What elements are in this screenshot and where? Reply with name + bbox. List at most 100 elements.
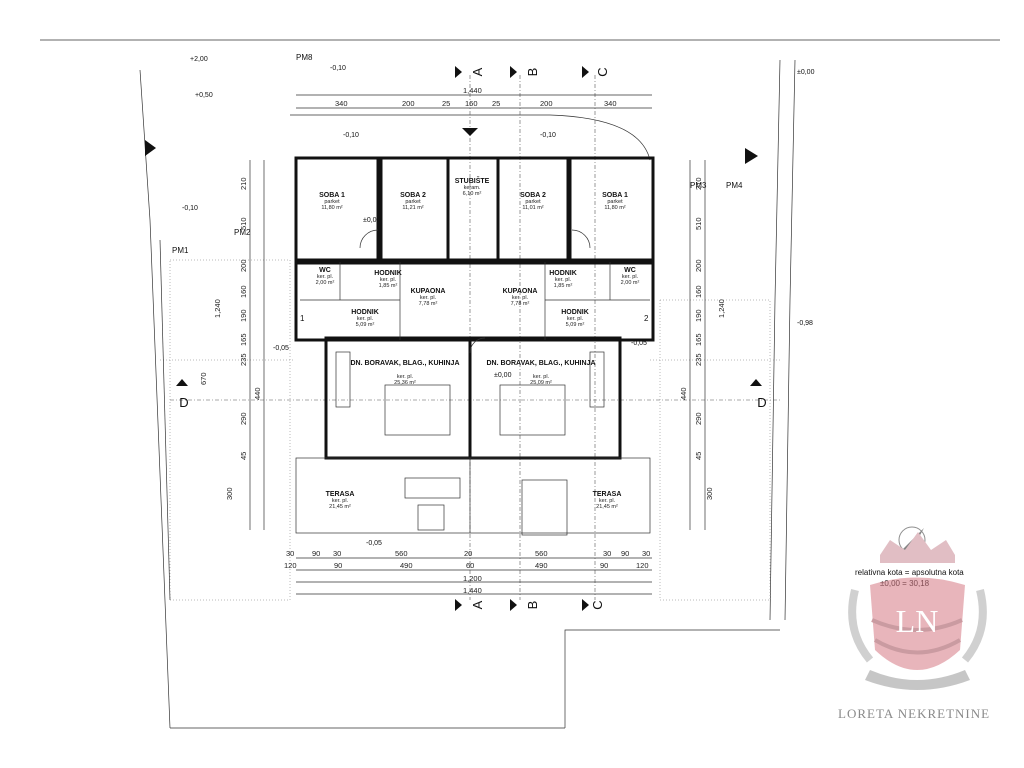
room-hodnik-lower-left: HODNIK ker. pl. 5,09 m² <box>351 309 379 328</box>
right-dimensions: 210 510 200 160 190 165 235 440 290 45 3… <box>679 160 726 530</box>
room-name: WC <box>624 267 636 274</box>
axis-marker-a-top: A <box>455 66 485 78</box>
level-mark: ±0,00 <box>363 217 381 224</box>
level-mark: +2,00 <box>190 56 208 63</box>
dim-value: 300 <box>705 487 714 500</box>
top-dimensions: 340 200 25 160 25 200 340 1,440 <box>296 86 652 109</box>
legend-line: relativna kota = apsolutna kota <box>855 568 964 577</box>
room-area: 25,36 m² <box>394 380 416 386</box>
room-area: 2,00 m² <box>316 280 335 286</box>
room-wc-right: WC ker. pl. 2,00 m² <box>621 267 640 286</box>
level-mark: ±0,00 <box>797 69 815 76</box>
dim-value: 510 <box>239 217 248 230</box>
flag-icon <box>462 128 478 136</box>
room-name: TERASA <box>593 491 622 498</box>
axis-label: B <box>525 601 540 610</box>
dim-value: 25 <box>442 99 450 108</box>
room-wc-left: WC ker. pl. 2,00 m² <box>316 267 335 286</box>
dim-total: 1,240 <box>717 299 726 318</box>
room-area: 11,80 m² <box>321 205 342 211</box>
room-floor: ker. pl. <box>512 295 529 301</box>
north-flag-icon <box>145 140 156 156</box>
level-mark: -0,10 <box>343 132 359 139</box>
level-mark: -0,98 <box>797 320 813 327</box>
property-marker: PM1 <box>172 246 189 255</box>
site-context <box>40 39 1000 729</box>
axis-label: B <box>525 68 540 77</box>
room-floor: parket <box>607 199 623 205</box>
dim-value: 490 <box>400 561 413 570</box>
room-floor: ker. pl. <box>332 498 349 504</box>
property-marker: PM3 <box>690 181 707 190</box>
room-area: 1,85 m² <box>554 283 573 289</box>
room-floor: ker. pl. <box>357 316 374 322</box>
axis-label: A <box>470 600 485 609</box>
ribbon-icon <box>865 670 970 690</box>
room-terasa-right: TERASA ker. pl. 21,45 m² <box>593 491 622 510</box>
dim-value: 200 <box>239 259 248 272</box>
room-floor: parket <box>525 199 541 205</box>
dim-value: 440 <box>253 387 262 400</box>
dim-value: 25 <box>492 99 500 108</box>
property-marker: PM2 <box>234 228 251 237</box>
room-soba2-left: SOBA 2 parket 11,21 m² <box>400 192 426 211</box>
section-label: D <box>757 395 766 410</box>
furniture <box>335 229 605 536</box>
axis-label: C <box>590 600 605 609</box>
room-floor: keram. <box>464 185 481 191</box>
left-dimensions: 210 510 200 160 190 165 235 440 290 45 3… <box>199 160 265 530</box>
room-area: 21,45 m² <box>329 504 351 510</box>
room-floor: ker. pl. <box>599 498 616 504</box>
room-area: 21,45 m² <box>596 504 618 510</box>
section-label: D <box>179 395 188 410</box>
dim-value: 200 <box>694 259 703 272</box>
room-floor: ker. pl. <box>567 316 584 322</box>
room-stubiste: STUBIŠTE keram. 6,10 m² <box>455 176 490 197</box>
axis-label: A <box>470 67 485 76</box>
room-floor: parket <box>324 199 340 205</box>
room-name: SOBA 1 <box>319 192 345 199</box>
room-area: 1,85 m² <box>379 283 398 289</box>
room-name: STUBIŠTE <box>455 176 490 185</box>
room-area: 5,09 m² <box>356 322 375 328</box>
dim-value: 45 <box>694 452 703 460</box>
dim-total: 1,240 <box>213 299 222 318</box>
room-name: HODNIK <box>549 270 577 277</box>
dim-value: 30 <box>642 549 650 558</box>
room-boravak-left: DN. BORAVAK, BLAG., KUHINJA ker. pl. 25,… <box>350 360 459 386</box>
room-floor: ker. pl. <box>380 277 397 283</box>
room-area: 7,78 m² <box>419 301 438 307</box>
dim-value: 340 <box>604 99 617 108</box>
dim-value: 235 <box>694 353 703 366</box>
axis-marker-a-bottom: A <box>455 599 485 611</box>
room-hodnik-upper-left: HODNIK ker. pl. 1,85 m² <box>374 270 402 289</box>
dim-value: 90 <box>334 561 342 570</box>
dim-value: 190 <box>694 309 703 322</box>
room-hodnik-lower-right: HODNIK ker. pl. 5,09 m² <box>561 309 589 328</box>
room-floor: ker. pl. <box>397 374 414 380</box>
dim-value: 290 <box>239 412 248 425</box>
dim-total: 1,200 <box>463 574 482 583</box>
room-area: 11,80 m² <box>604 205 625 211</box>
section-marker-d-left: D <box>176 379 189 410</box>
dim-value: 190 <box>239 309 248 322</box>
dim-value: 440 <box>679 387 688 400</box>
dim-value: 120 <box>284 561 297 570</box>
dim-value: 160 <box>239 285 248 298</box>
flag-icon <box>745 148 758 164</box>
dim-value: 160 <box>694 285 703 298</box>
dim-value: 200 <box>402 99 415 108</box>
crown-icon <box>880 532 955 563</box>
entrance-marker: 1 <box>300 314 305 323</box>
level-mark: -0,05 <box>631 340 647 347</box>
room-floor: parket <box>405 199 421 205</box>
brand-watermark: LN <box>848 526 987 690</box>
room-name: HODNIK <box>374 270 402 277</box>
dim-value: 560 <box>535 549 548 558</box>
dim-value: 510 <box>694 217 703 230</box>
room-boravak-right: DN. BORAVAK, BLAG., KUHINJA ker. pl. 25,… <box>486 360 595 386</box>
room-name: DN. BORAVAK, BLAG., KUHINJA <box>350 360 459 367</box>
dim-value: 160 <box>465 99 478 108</box>
section-marker-d-right: D <box>750 379 767 410</box>
axis-marker-c-top: C <box>582 66 610 78</box>
